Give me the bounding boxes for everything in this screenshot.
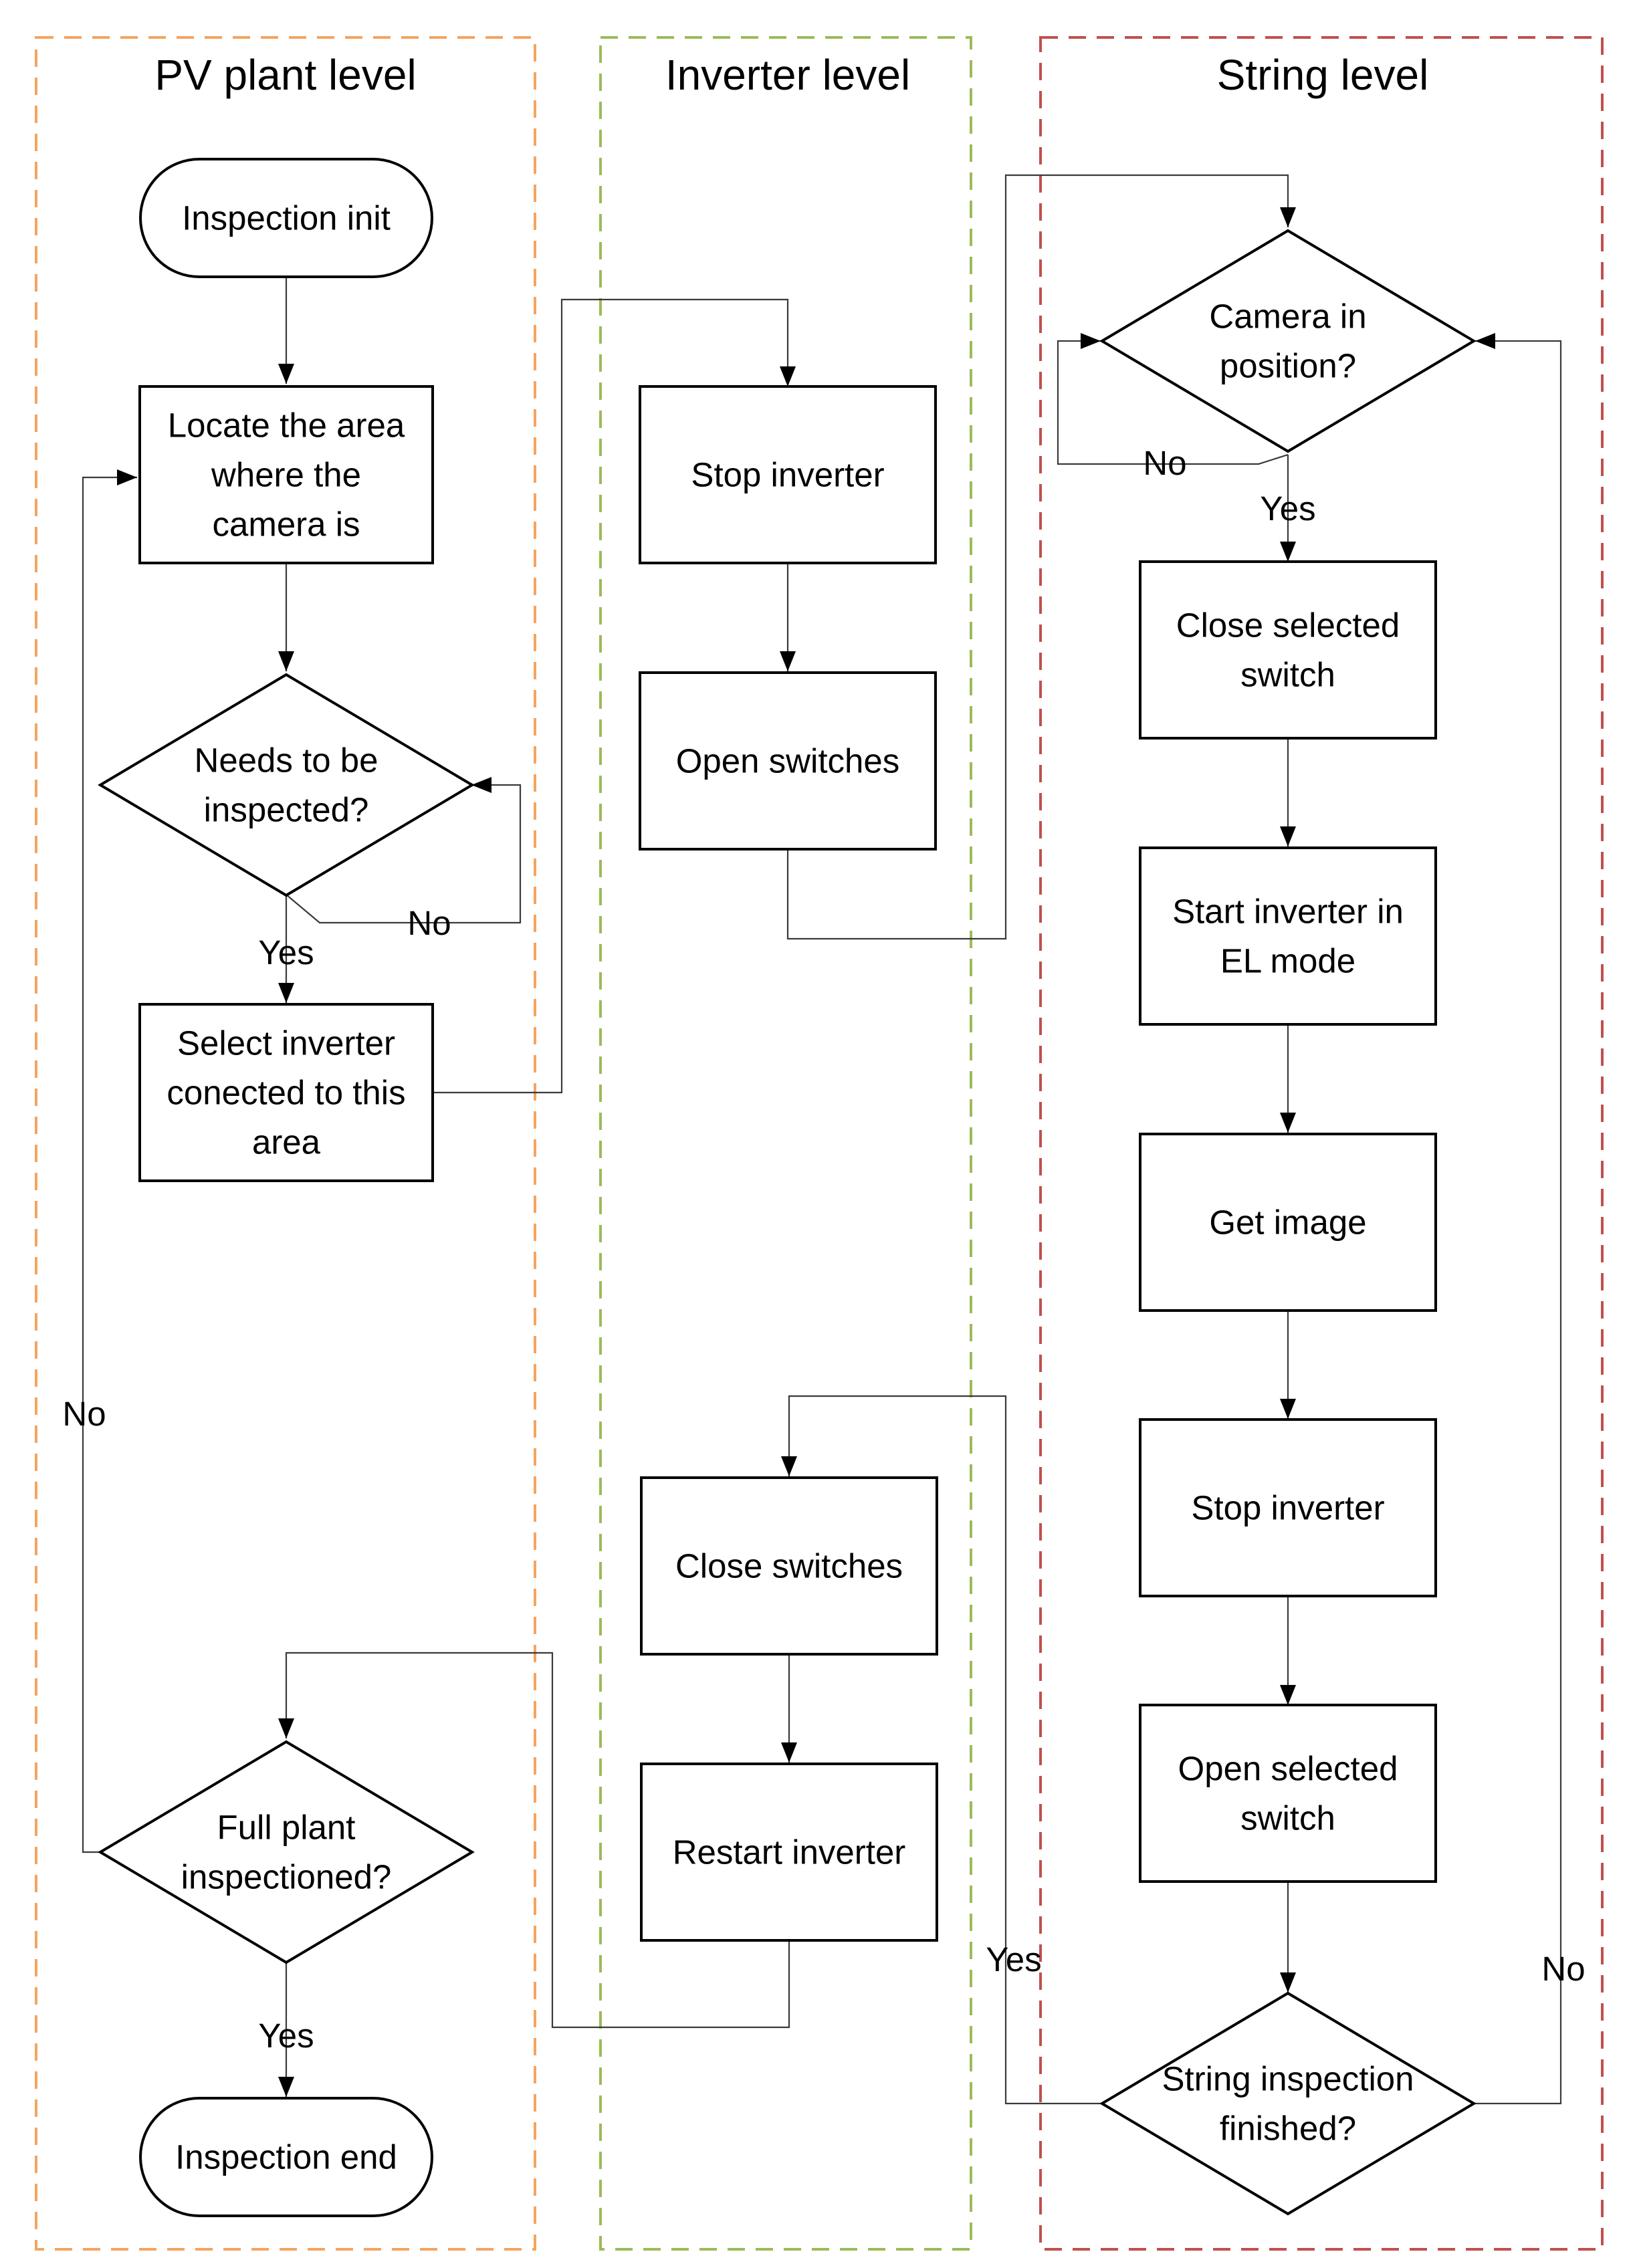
node-label: Get image [1209, 1204, 1366, 1242]
node-inspection-init: Inspection init [139, 158, 433, 278]
node-string-finished: String inspection finished? [1099, 1991, 1477, 2216]
node-inspection-end: Inspection end [139, 2097, 433, 2217]
node-label: Start inverter in [1172, 893, 1404, 931]
node-label: area [252, 1123, 321, 1161]
edge-label-camera-yes: Yes [1260, 489, 1315, 528]
edges [82, 174, 1562, 2105]
edge-label-string-yes: Yes [986, 1940, 1041, 1978]
node-label: Full plant [217, 1809, 356, 1847]
node-shape-diamond [98, 673, 475, 897]
lane-pv-plant-level [35, 36, 536, 2251]
node-shape-diamond [1099, 229, 1477, 453]
node-shape-rect [639, 671, 937, 850]
node-get-image: Get image [1139, 1133, 1437, 1312]
node-shape-rect [138, 385, 434, 564]
edge-select-to-stop [432, 298, 796, 1094]
node-label: finished? [1220, 2110, 1356, 2148]
lane-title-inverter: Inverter level [665, 51, 910, 99]
node-open-switches: Open switches [639, 671, 937, 850]
node-restart-inverter: Restart inverter [640, 1763, 938, 1942]
node-label: Needs to be [194, 742, 378, 780]
node-label: switch [1240, 1799, 1335, 1837]
lane-string-level [1039, 36, 1604, 2251]
node-label: inspectioned? [181, 1858, 392, 1896]
node-shape-pill [139, 158, 433, 278]
node-shape-rect [1139, 1704, 1437, 1883]
node-label: switch [1240, 656, 1335, 694]
edge-needs-no-loop [286, 777, 522, 924]
edge-label-camera-no: No [1143, 444, 1186, 482]
edge-camera-no-loop [1057, 333, 1289, 465]
node-label: Inspection end [175, 2138, 397, 2176]
node-shape-diamond [1099, 1991, 1477, 2216]
node-close-switches: Close switches [640, 1476, 938, 1656]
node-shape-rect [1139, 846, 1437, 1026]
node-shape-diamond [98, 1740, 475, 1964]
node-label: Restart inverter [673, 1833, 906, 1872]
node-shape-rect [138, 1003, 434, 1182]
node-camera-position: Camera in position? [1099, 229, 1477, 453]
lane-title-pv: PV plant level [154, 51, 416, 99]
node-shape-rect [640, 1476, 938, 1656]
edge-label-full-no: No [62, 1395, 106, 1433]
node-label: Open switches [676, 742, 900, 780]
node-label: where the [211, 456, 361, 494]
node-stop-inverter-2: Stop inverter [1139, 1418, 1437, 1597]
node-shape-rect [1139, 1418, 1437, 1597]
node-label: camera is [212, 505, 360, 544]
node-select-inverter: Select inverter conected to this area [138, 1003, 434, 1182]
node-label: Stop inverter [1191, 1489, 1384, 1527]
edge-open-to-camera [786, 174, 1296, 940]
node-shape-rect [1139, 1133, 1437, 1312]
edge-label-needs-yes: Yes [258, 933, 314, 972]
node-stop-inverter-1: Stop inverter [639, 385, 937, 564]
node-close-selected: Close selected switch [1139, 560, 1437, 740]
node-label: Open selected [1178, 1750, 1398, 1788]
node-full-plant: Full plant inspectioned? [98, 1740, 475, 1964]
lane-inverter-level [599, 36, 972, 2251]
node-label: Camera in [1209, 298, 1366, 336]
node-needs-inspected: Needs to be inspected? [98, 673, 475, 897]
node-label: conected to this [167, 1074, 405, 1112]
node-locate-area: Locate the area where the camera is [138, 385, 434, 564]
node-label: Select inverter [177, 1024, 395, 1062]
edge-label-needs-no: No [407, 904, 451, 942]
node-shape-rect [1139, 560, 1437, 740]
node-label: position? [1220, 347, 1356, 385]
edge-label-full-yes: Yes [258, 2017, 314, 2055]
node-label: Close switches [675, 1547, 903, 1585]
edge-full-no [82, 469, 137, 1853]
edge-restart-to-full [278, 1652, 790, 2029]
edge-finished-yes [781, 1395, 1101, 2105]
node-label: Close selected [1176, 606, 1400, 645]
lane-title-string: String level [1217, 51, 1429, 99]
edge-label-string-no: No [1541, 1950, 1585, 1988]
node-label: String inspection [1162, 2060, 1414, 2098]
node-shape-pill [139, 2097, 433, 2217]
node-label: EL mode [1220, 942, 1355, 980]
node-open-selected: Open selected switch [1139, 1704, 1437, 1883]
node-label: Locate the area [168, 407, 405, 445]
node-label: Stop inverter [691, 456, 884, 494]
node-label: Inspection init [182, 199, 391, 237]
node-shape-rect [639, 385, 937, 564]
node-shape-rect [640, 1763, 938, 1942]
edge-finished-no [1472, 333, 1562, 2105]
node-start-inverter-el: Start inverter in EL mode [1139, 846, 1437, 1026]
node-label: inspected? [204, 791, 369, 829]
